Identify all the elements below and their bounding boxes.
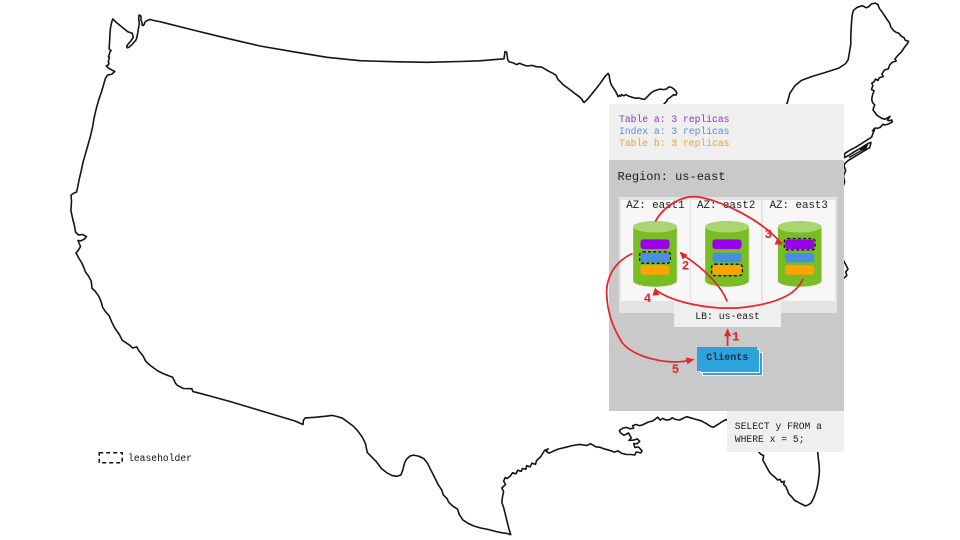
svg-text:4: 4 <box>644 292 652 306</box>
svg-text:leaseholder: leaseholder <box>128 453 192 464</box>
svg-text:1: 1 <box>732 330 740 344</box>
svg-text:2: 2 <box>682 259 690 273</box>
svg-text:5: 5 <box>672 363 680 377</box>
svg-text:3: 3 <box>764 228 772 242</box>
